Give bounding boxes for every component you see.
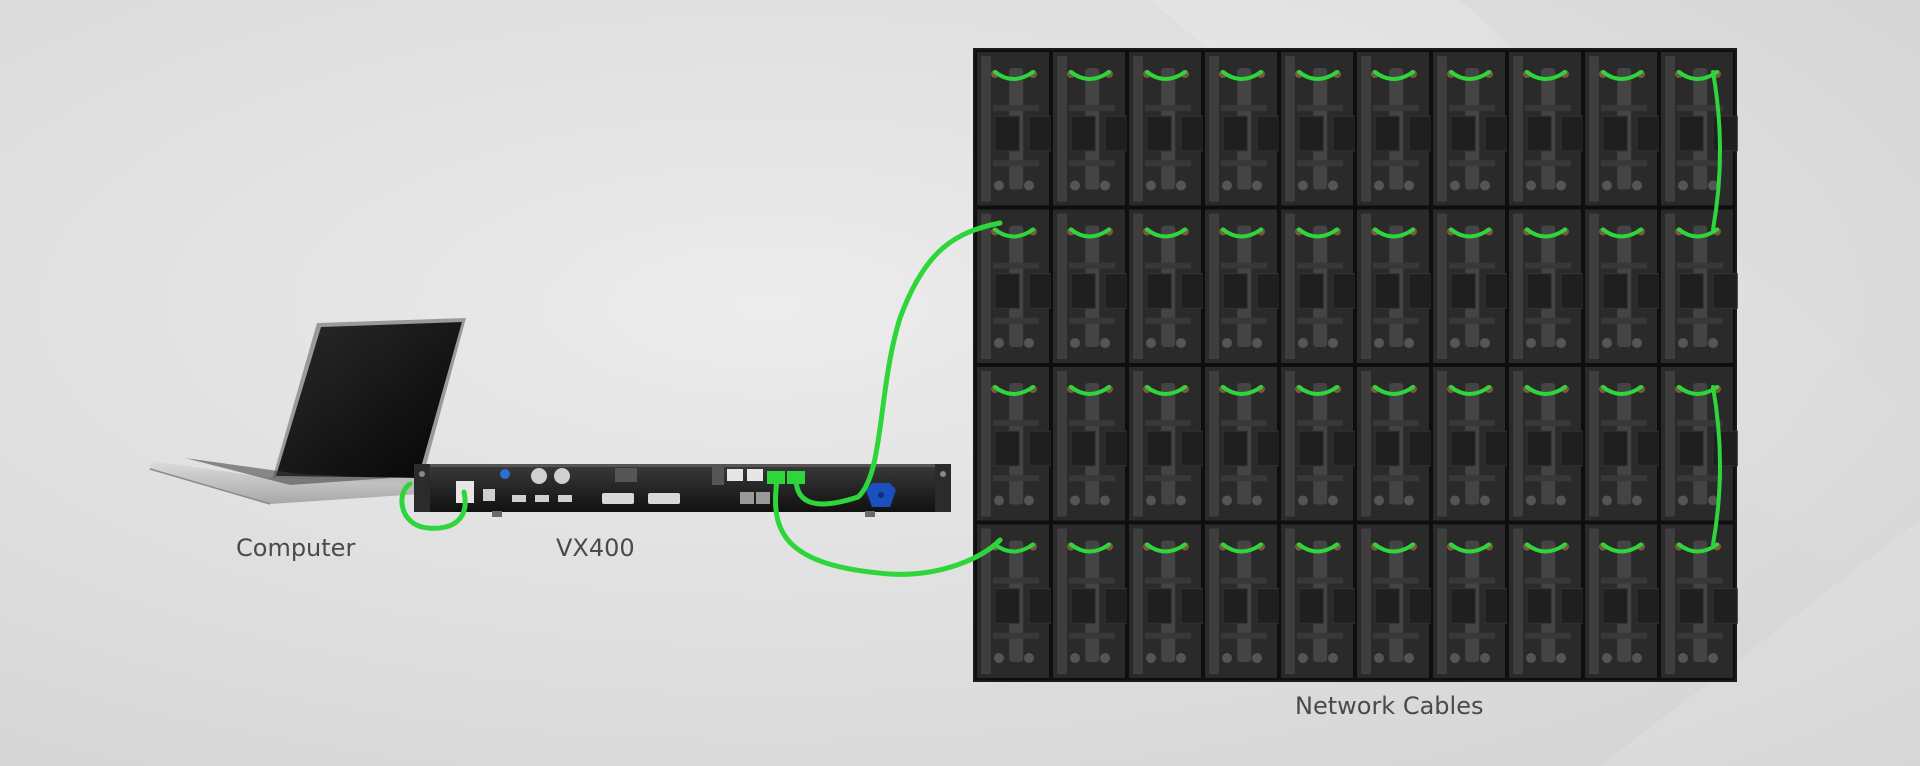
led-cabinet <box>1583 50 1662 208</box>
network-cable-segment <box>1069 227 1111 239</box>
controller-icon <box>414 464 951 517</box>
led-cabinet <box>1279 207 1358 365</box>
led-cabinet <box>1507 365 1586 523</box>
network-cable-segment <box>1525 542 1567 554</box>
led-cabinet <box>1127 50 1206 208</box>
network-cable-segment <box>1069 385 1111 396</box>
network-cable-segment <box>1221 385 1263 396</box>
led-cabinet <box>1431 50 1510 208</box>
led-cabinet <box>975 522 1054 680</box>
network-cable-segment <box>1069 70 1111 81</box>
network-cable-segment <box>1373 385 1415 396</box>
network-cable-segment <box>1145 70 1187 81</box>
led-cabinet <box>1203 522 1282 680</box>
led-cabinet <box>1507 207 1586 365</box>
network-cable-segment <box>1373 227 1415 239</box>
led-cabinet <box>1051 207 1130 365</box>
network-cable-segment <box>1601 542 1643 554</box>
network-cable-jumper <box>1711 385 1722 547</box>
network-cable-segment <box>1525 227 1567 239</box>
led-cabinet <box>1203 365 1282 523</box>
network-cable-segment <box>1677 227 1719 239</box>
network-cable-segment <box>1525 385 1567 396</box>
network-cable-segment <box>1145 227 1187 239</box>
network-cable-segment <box>1145 385 1187 396</box>
computer-label: Computer <box>236 534 356 562</box>
led-cabinet <box>975 365 1054 523</box>
led-cabinet <box>975 50 1054 208</box>
led-cabinet <box>1203 207 1282 365</box>
controller-label: VX400 <box>556 534 635 562</box>
led-cabinet <box>1203 50 1282 208</box>
network-cable-segment <box>1601 70 1643 81</box>
network-cable-segment <box>1677 542 1719 554</box>
network-cable-segment <box>1601 385 1643 396</box>
network-cable-segment <box>1297 70 1339 81</box>
led-cabinet <box>1583 207 1662 365</box>
network-cables-label: Network Cables <box>1295 692 1484 720</box>
led-wall-icon <box>973 48 1738 682</box>
network-cable-segment <box>1069 542 1111 554</box>
output-cables <box>772 220 1003 577</box>
led-cabinet <box>1127 365 1206 523</box>
led-cabinet <box>1659 50 1738 208</box>
network-cable-segment <box>1449 542 1491 554</box>
network-cable-segment <box>1525 70 1567 81</box>
led-cabinet <box>1051 522 1130 680</box>
led-cabinet <box>1279 365 1358 523</box>
led-cabinet <box>1659 522 1738 680</box>
led-cabinet <box>1431 522 1510 680</box>
led-cabinet <box>1507 522 1586 680</box>
led-cabinet <box>1355 50 1434 208</box>
network-cable-segment <box>1449 70 1491 81</box>
network-cable-segment <box>1449 385 1491 396</box>
led-cabinet <box>1431 365 1510 523</box>
network-cable-segment <box>993 70 1035 81</box>
led-cabinet <box>1279 50 1358 208</box>
network-cable-segment <box>1297 227 1339 239</box>
led-cabinet <box>1051 365 1130 523</box>
network-cable-jumper <box>1711 70 1722 232</box>
computer-cable <box>399 481 468 531</box>
network-cable-segment <box>993 385 1035 396</box>
led-cabinet <box>1355 365 1434 523</box>
network-cable-segment <box>1449 227 1491 239</box>
led-cabinet <box>1583 365 1662 523</box>
network-cable-segment <box>1221 542 1263 554</box>
network-cable-segment <box>1601 227 1643 239</box>
led-cabinet <box>1355 207 1434 365</box>
network-cable-segment <box>993 542 1035 554</box>
network-cables <box>993 70 1722 554</box>
led-cabinet <box>1659 207 1738 365</box>
led-cabinet <box>1051 50 1130 208</box>
led-cabinet <box>1507 50 1586 208</box>
network-cable-segment <box>1297 385 1339 396</box>
network-cable-segment <box>1145 542 1187 554</box>
led-cabinet <box>975 207 1054 365</box>
network-cable-segment <box>1221 227 1263 239</box>
network-cable-segment <box>993 227 1035 239</box>
led-cabinet <box>1279 522 1358 680</box>
led-cabinet <box>1583 522 1662 680</box>
network-cable-segment <box>1373 70 1415 81</box>
network-cable-segment <box>1373 542 1415 554</box>
led-cabinet <box>1659 365 1738 523</box>
network-cable-segment <box>1221 70 1263 81</box>
led-cabinet <box>1127 207 1206 365</box>
led-cabinet <box>1355 522 1434 680</box>
led-cabinet <box>1431 207 1510 365</box>
laptop-icon <box>149 318 466 505</box>
network-cable-segment <box>1297 542 1339 554</box>
led-cabinet <box>1127 522 1206 680</box>
